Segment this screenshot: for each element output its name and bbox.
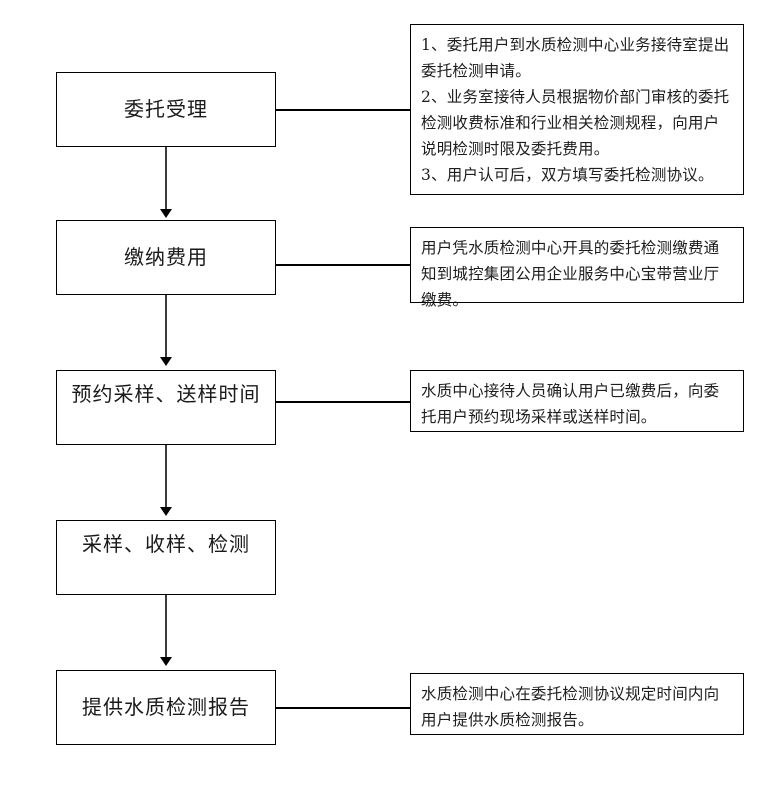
process-label-step-2: 缴纳费用	[124, 244, 208, 269]
arrow-head-step3-step4	[160, 507, 172, 516]
process-label-step-4: 采样、收样、检测	[82, 532, 250, 556]
arrow-head-step1-step2	[160, 209, 172, 218]
process-box-step-1[interactable]: 委托受理	[56, 72, 276, 147]
connector-line-step2-step3	[165, 295, 167, 357]
connector-line-step1-note1	[276, 109, 410, 111]
note-box-step-1[interactable]: 1、委托用户到水质检测中心业务接待室提出委托检测申请。 2、业务室接待人员根据物…	[410, 24, 744, 195]
connector-line-step1-step2	[165, 147, 167, 209]
process-box-step-3[interactable]: 预约采样、送样时间	[56, 370, 276, 445]
connector-line-step4-step5	[165, 595, 167, 657]
note-box-step-2[interactable]: 用户凭水质检测中心开具的委托检测缴费通知到城控集团公用企业服务中心宝带营业厅缴费…	[410, 227, 744, 309]
connector-line-step5-note5	[276, 707, 410, 709]
note-text-step-5: 水质检测中心在委托检测协议规定时间内向用户提供水质检测报告。	[421, 685, 720, 729]
connector-line-step3-note3	[276, 401, 410, 403]
note-text-step-3: 水质中心接待人员确认用户已缴费后，向委托用户预约现场采样或送样时间。	[421, 382, 720, 426]
arrow-head-step4-step5	[160, 657, 172, 666]
process-label-step-3: 预约采样、送样时间	[71, 382, 261, 406]
process-label-step-5: 提供水质检测报告	[82, 694, 250, 719]
process-box-step-4[interactable]: 采样、收样、检测	[56, 520, 276, 595]
note-text-step-1: 1、委托用户到水质检测中心业务接待室提出委托检测申请。 2、业务室接待人员根据物…	[421, 36, 730, 184]
note-box-step-5[interactable]: 水质检测中心在委托检测协议规定时间内向用户提供水质检测报告。	[410, 673, 744, 735]
process-box-step-2[interactable]: 缴纳费用	[56, 220, 276, 295]
note-box-step-3[interactable]: 水质中心接待人员确认用户已缴费后，向委托用户预约现场采样或送样时间。	[410, 370, 744, 432]
process-box-step-5[interactable]: 提供水质检测报告	[56, 670, 276, 745]
connector-line-step3-step4	[165, 445, 167, 507]
note-text-step-2: 用户凭水质检测中心开具的委托检测缴费通知到城控集团公用企业服务中心宝带营业厅缴费…	[421, 239, 720, 309]
arrow-head-step2-step3	[160, 357, 172, 366]
process-label-step-1: 委托受理	[124, 96, 208, 121]
connector-line-step2-note2	[276, 264, 410, 266]
